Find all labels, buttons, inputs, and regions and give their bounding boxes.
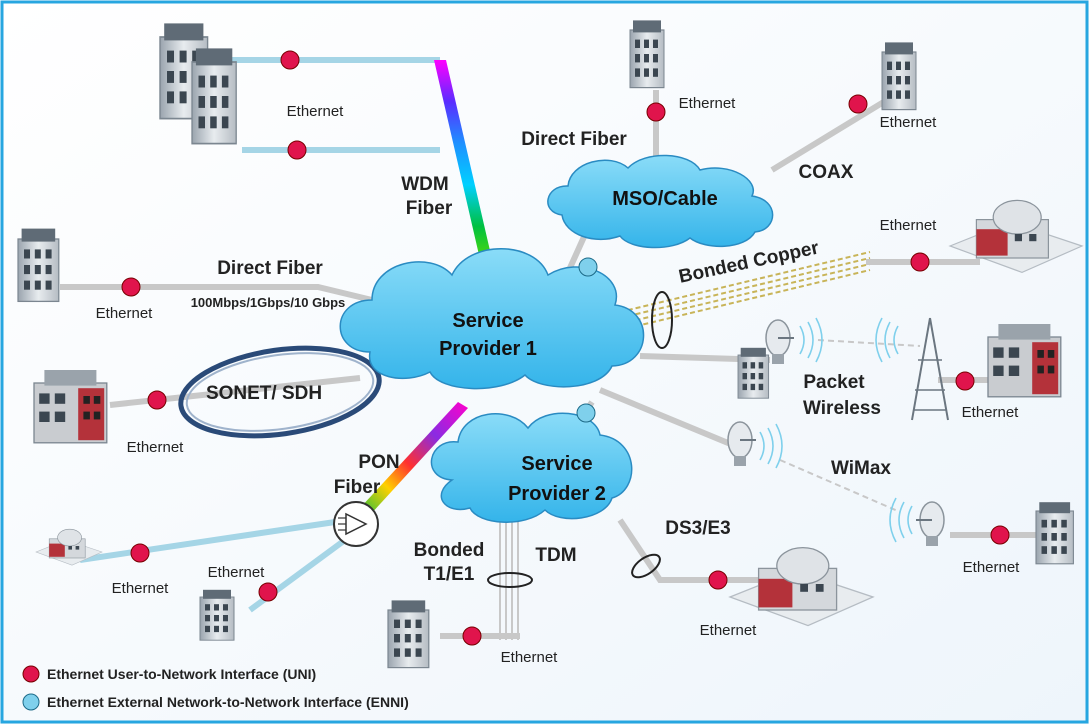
sp1-label-line2: Provider 1 <box>439 338 537 360</box>
direct-fiber-top-label: Direct Fiber <box>521 129 627 150</box>
ethernet-label: Ethernet <box>208 564 266 581</box>
building-packet-wireless-tx <box>737 347 770 399</box>
speeds-label: 100Mbps/1Gbps/10 Gbps <box>191 295 346 310</box>
building-tower-2 <box>191 47 238 145</box>
building-sonet <box>33 369 108 444</box>
uni-markers <box>121 50 1010 646</box>
bonded-t1-label-line1: Bonded <box>414 540 485 561</box>
wimax-label: WiMax <box>831 458 891 479</box>
ethernet-label: Ethernet <box>700 622 758 639</box>
building-wimax <box>1035 501 1074 565</box>
cloud-mso-cable <box>547 154 774 249</box>
ds3-label: DS3/E3 <box>665 518 730 539</box>
building-pon-2 <box>199 589 235 641</box>
wdm-fiber-link <box>434 60 494 268</box>
ethernet-label: Ethernet <box>962 404 1020 421</box>
wdm-label-line2: Fiber <box>406 198 453 219</box>
sonet-ring <box>178 345 382 439</box>
bonded-t1-label-line2: T1/E1 <box>424 564 475 585</box>
radio-tower-icon <box>911 317 949 421</box>
legend-uni-text: Ethernet User-to-Network Interface (UNI) <box>47 666 316 682</box>
pon-splitter-icon <box>333 501 379 547</box>
coax-label: COAX <box>799 162 854 183</box>
wireless-equipment <box>727 317 949 547</box>
cloud-labels: Service Provider 1 Service Provider 2 MS… <box>439 188 718 505</box>
ethernet-label: Ethernet <box>112 580 170 597</box>
legend-enni-marker <box>22 693 40 711</box>
tdm-label: TDM <box>535 545 576 566</box>
ethernet-label: Ethernet <box>127 439 185 456</box>
building-direct-fiber <box>17 227 60 303</box>
ethernet-label: Ethernet <box>880 114 938 131</box>
ethernet-label: Ethernet <box>287 103 345 120</box>
sp2-label-line2: Provider 2 <box>508 483 606 505</box>
pon-fiber-link <box>360 402 468 515</box>
direct-fiber-left-label: Direct Fiber <box>217 258 323 279</box>
building-coax <box>881 41 917 111</box>
mso-label: MSO/Cable <box>612 188 718 210</box>
ethernet-label: Ethernet <box>679 95 737 112</box>
ethernet-label: Ethernet <box>963 559 1021 576</box>
building-mso-top <box>629 19 665 89</box>
building-packet-wireless <box>987 323 1062 398</box>
wimax-link <box>598 387 747 453</box>
sp2-label-line1: Service <box>521 453 592 475</box>
packet-wireless-label-line1: Packet <box>803 372 865 393</box>
sonet-label: SONET/ SDH <box>206 383 322 404</box>
wireless-waves-icon <box>759 317 913 543</box>
direct-fiber-left-link <box>60 284 373 303</box>
ethernet-label: Ethernet <box>880 217 938 234</box>
wdm-label-line1: WDM <box>401 174 448 195</box>
packet-wireless-label-line2: Wireless <box>803 398 881 419</box>
sp1-label-line1: Service <box>452 310 523 332</box>
legend-enni-text: Ethernet External Network-to-Network Int… <box>47 694 409 710</box>
coax-link <box>770 89 902 173</box>
cloud-service-provider-1 <box>339 248 645 390</box>
legend: Ethernet User-to-Network Interface (UNI)… <box>22 665 409 711</box>
building-t1 <box>387 599 430 669</box>
ds3-link <box>617 518 770 583</box>
legend-uni-marker <box>22 665 40 683</box>
pon-label-line2: Fiber <box>334 477 381 498</box>
enni-markers <box>576 257 598 423</box>
pon-label-line1: PON <box>358 452 399 473</box>
ethernet-labels: Ethernet Ethernet Ethernet Ethernet Ethe… <box>96 95 1021 666</box>
ethernet-label: Ethernet <box>96 305 154 322</box>
cloud-service-provider-2 <box>430 412 633 523</box>
ethernet-label: Ethernet <box>501 649 559 666</box>
